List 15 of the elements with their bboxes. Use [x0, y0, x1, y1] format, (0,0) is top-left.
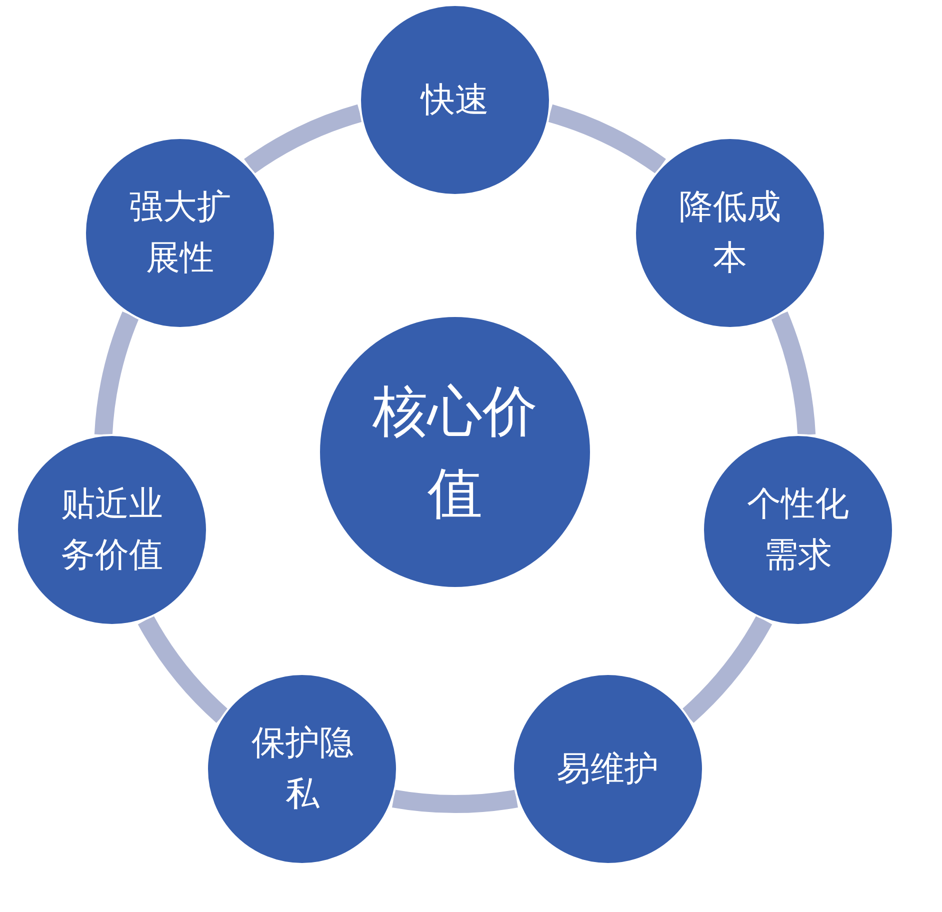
arc-connector	[94, 312, 140, 436]
circle-node: 快速	[359, 4, 551, 196]
circle-node: 个性化需求	[702, 434, 894, 626]
arc-connector	[138, 615, 229, 723]
arc-connector	[547, 104, 666, 174]
circle-node: 强大扩展性	[84, 136, 276, 329]
circle-node: 保护隐私	[206, 673, 398, 866]
arc-connector	[770, 312, 816, 436]
circle-node: 核心价值	[318, 315, 592, 589]
arc-connector	[681, 615, 772, 723]
circle-node: 贴近业务价值	[16, 434, 208, 626]
arc-connector	[244, 104, 363, 174]
circle-node: 易维护	[512, 673, 704, 866]
arc-connector	[392, 790, 518, 813]
circle-node: 降低成本	[634, 136, 826, 329]
